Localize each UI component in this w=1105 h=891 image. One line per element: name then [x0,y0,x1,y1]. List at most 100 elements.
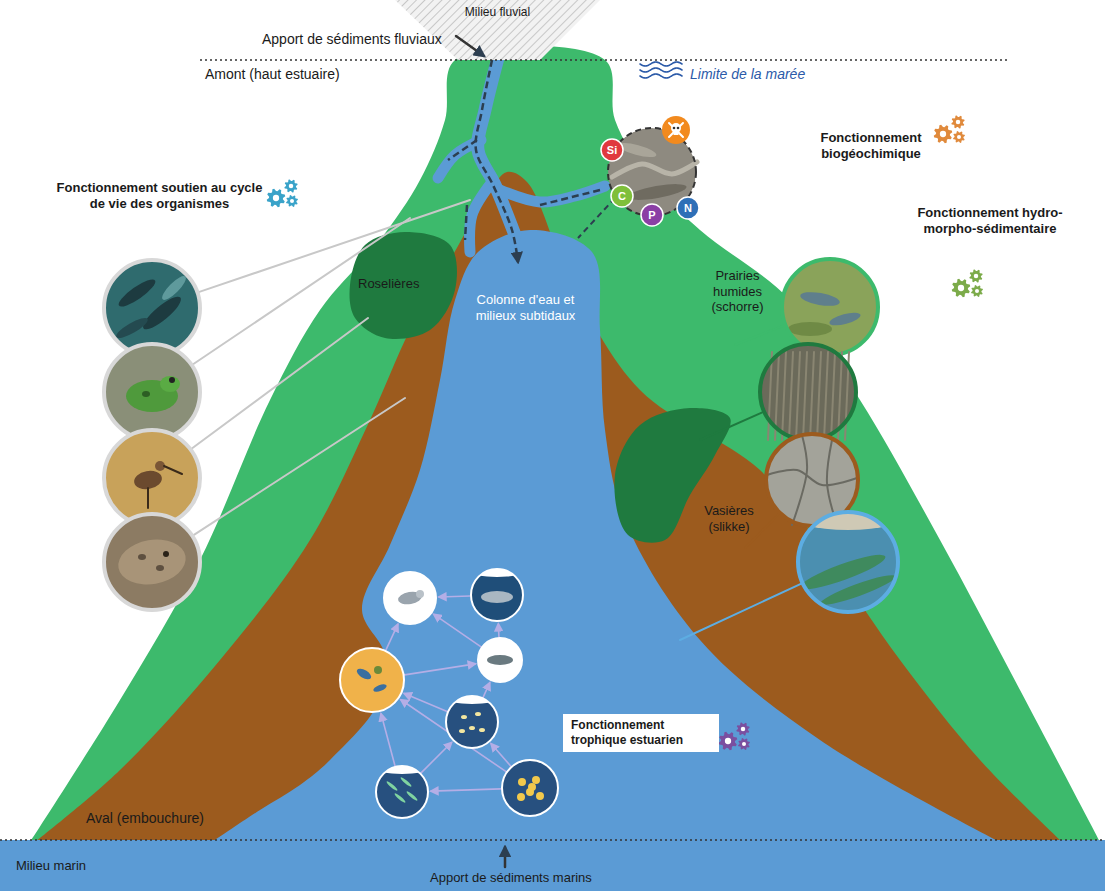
element-circle-fill [611,185,633,207]
photo-detail [469,726,475,730]
flow-label: Apport de sédiments marins [430,870,592,886]
food-web-arrow [386,624,398,650]
function-title: Fonctionnement soutien au cycle de vie d… [52,180,267,211]
photo-detail [160,376,180,392]
photo-detail [831,352,835,440]
river-channel [500,186,605,202]
photo-detail [528,783,536,791]
mouth-line [0,839,1105,841]
photo-detail [612,162,697,177]
wave-symbol [640,62,682,66]
photo-ground [104,260,200,356]
photo-frame [384,572,436,624]
element-symbol: Si [607,145,617,156]
element-symbol: N [684,203,692,214]
habitat-label: Colonne d'eau et milieux subtidaux [463,292,588,323]
small-fish-icon [478,638,522,682]
photo-detail [479,728,485,732]
leader-line [745,514,778,548]
photo-ground [478,638,522,682]
photo-detail [803,352,807,440]
leader-line [199,200,470,292]
photo-detail [394,792,407,803]
gear-icon [719,732,738,751]
photo-frame [104,260,200,356]
photo-frame [446,696,498,748]
river-channel [470,182,492,252]
photo-detail [114,315,150,342]
tide-label: Limite de la marée [690,66,805,83]
wave-symbol [640,68,682,72]
element-symbol: P [648,210,655,221]
photo-detail [374,666,382,674]
gear-hole [725,738,731,744]
function-title: Fonctionnement trophique estuarien [571,718,711,748]
gear-hole [290,199,294,203]
photo-detail [481,591,513,603]
leader-line [194,398,405,535]
sediment-flow-arrow [476,60,518,262]
photo-detail [828,310,861,328]
photo-frame [502,760,558,816]
photo-detail [799,290,840,309]
water-column-area [212,230,1000,842]
photo-frame [798,512,898,612]
river-channel [438,140,481,178]
photo-detail [400,776,413,787]
gull-icon [384,572,436,624]
photo-frame [340,648,404,712]
gear-hole [974,274,979,279]
photo-detail [792,435,807,525]
photo-ground [104,514,200,610]
river-channel [478,58,515,235]
photo-detail [461,715,467,719]
element-symbol: C [618,191,626,202]
zone-label: Milieu marin [16,858,86,874]
photo-detail [818,571,897,610]
gear-icon [934,125,953,144]
flow-label: Apport de sédiments fluviaux [262,31,442,48]
photo-detail [782,352,786,440]
photo-detail [810,352,814,440]
food-web-arrow [381,714,395,766]
gear-icon [267,189,286,208]
gear-icon [284,179,297,192]
food-web-arrow [404,694,447,712]
marine-zone [0,840,1105,891]
photo-detail [416,590,424,598]
food-web-arrow [405,664,476,675]
photo-detail [824,352,828,440]
flatfish-photo [104,514,200,610]
gear-hole [289,184,294,189]
photo-detail [788,322,832,336]
photo-detail [138,554,146,560]
photo-detail [536,792,544,800]
toxic-symbol [669,123,683,137]
toxic-symbol [677,127,680,130]
gear-icon [738,738,750,750]
frog-photo [104,344,200,440]
leader-line [578,198,615,238]
detritus-icon [502,760,558,816]
photo-detail [169,377,175,383]
photo-detail [817,352,821,440]
photo-ground [782,259,878,355]
photo-ground [760,344,856,440]
photo-detail [517,793,525,801]
gear-icon [951,115,964,128]
wave-symbol [640,74,682,78]
gear-icon [736,722,749,735]
element-circle: N [676,196,700,220]
photo-detail [626,181,687,203]
photo-detail [459,729,465,733]
gear-hole [273,195,279,201]
gear-icon [286,195,298,207]
gear-hole [975,289,979,293]
sediment-flow-line [540,190,600,205]
gear-hole [957,135,961,139]
photo-frame [760,344,856,440]
photo-detail [139,292,185,334]
function-box: Fonctionnement trophique estuarien [563,714,719,752]
photo-frame [376,766,428,818]
fish-photo [104,260,200,356]
